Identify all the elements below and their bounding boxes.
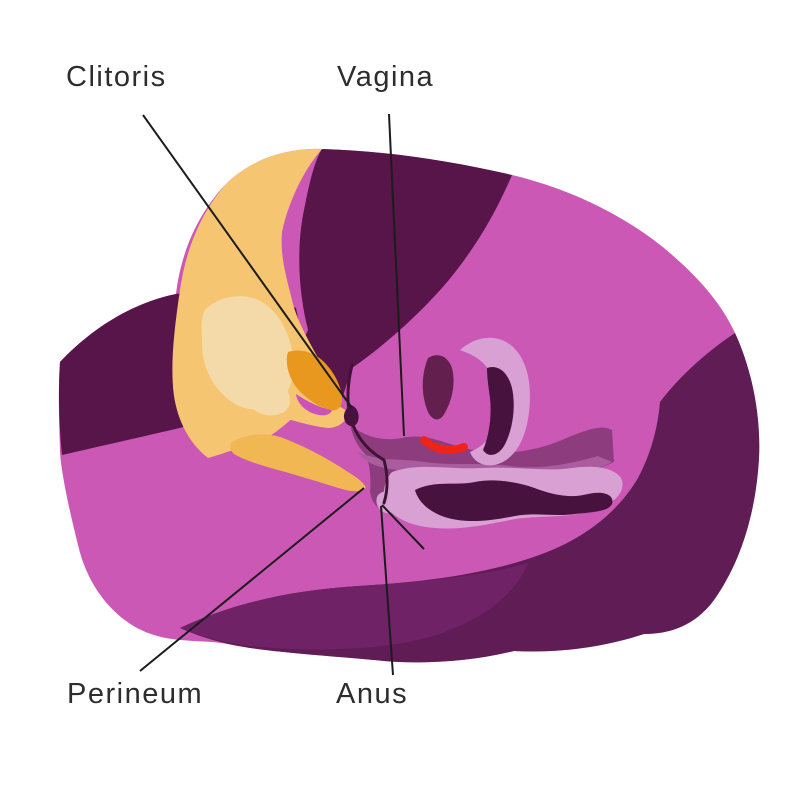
lower-finger-shape xyxy=(230,434,366,492)
labia-fold-pale-shape xyxy=(460,337,530,466)
anal-canal-shape xyxy=(415,480,613,522)
urethra-shape xyxy=(422,355,454,420)
callout-line-clitoris xyxy=(142,114,353,409)
label-perineum: Perineum xyxy=(67,678,204,710)
label-anus: Anus xyxy=(336,678,409,710)
callout-pointer-anus xyxy=(381,504,425,550)
labia-fold-dark-shape xyxy=(483,366,514,455)
label-vagina: Vagina xyxy=(337,61,435,93)
clitoris-glans-shape xyxy=(343,405,359,427)
red-accent-arc xyxy=(420,436,468,454)
mons-shadow-shape xyxy=(299,149,512,421)
fingertip-sliver-shape xyxy=(296,394,332,416)
fingertip-highlight-shape xyxy=(246,378,291,416)
opening-highlight-shape xyxy=(376,490,401,514)
bottom-band-highlight-shape xyxy=(180,563,528,650)
fingertip-shade-shape xyxy=(286,350,343,411)
callout-line-perineum xyxy=(139,487,365,672)
callout-line-anus xyxy=(380,505,394,676)
callout-line-vagina xyxy=(388,113,405,437)
right-bottom-shadow-shape xyxy=(180,333,760,663)
labia-contour-line xyxy=(346,363,389,505)
label-clitoris: Clitoris xyxy=(66,61,167,93)
